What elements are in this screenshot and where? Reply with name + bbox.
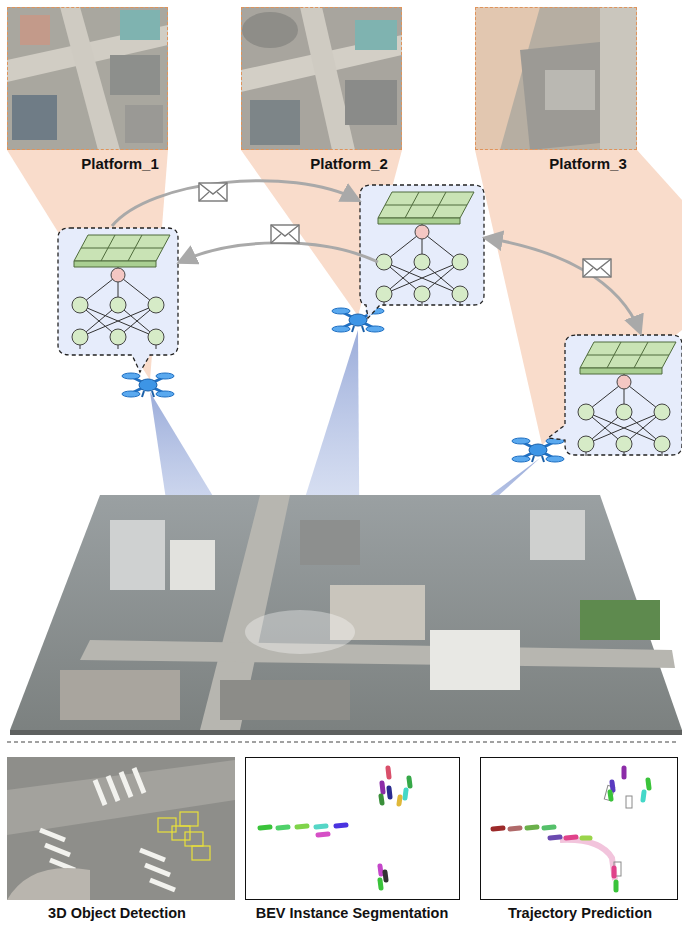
panel-frame <box>475 7 637 150</box>
panel-caption: Platform_1 <box>81 155 159 172</box>
panel-frame <box>241 7 402 150</box>
panel-caption: 3D Object Detection <box>48 905 186 921</box>
panel-caption: Platform_2 <box>310 155 388 172</box>
panel-frame <box>245 757 460 900</box>
result-panel: 3D Object Detection <box>7 757 235 928</box>
panel-frame <box>7 7 168 150</box>
panel-caption: Platform_3 <box>549 155 627 172</box>
result-panel: BEV Instance Segmentation <box>245 757 460 928</box>
platform-view: Platform_3 <box>475 7 637 178</box>
panel-frame <box>480 757 678 900</box>
panel-caption: Trajectory Prediction <box>508 905 652 921</box>
panel-caption: BEV Instance Segmentation <box>256 905 449 921</box>
platform-view: Platform_1 <box>7 7 168 178</box>
platform-view: Platform_2 <box>241 7 402 178</box>
result-panel: Trajectory Prediction <box>480 757 678 928</box>
panel-frame <box>7 757 235 900</box>
